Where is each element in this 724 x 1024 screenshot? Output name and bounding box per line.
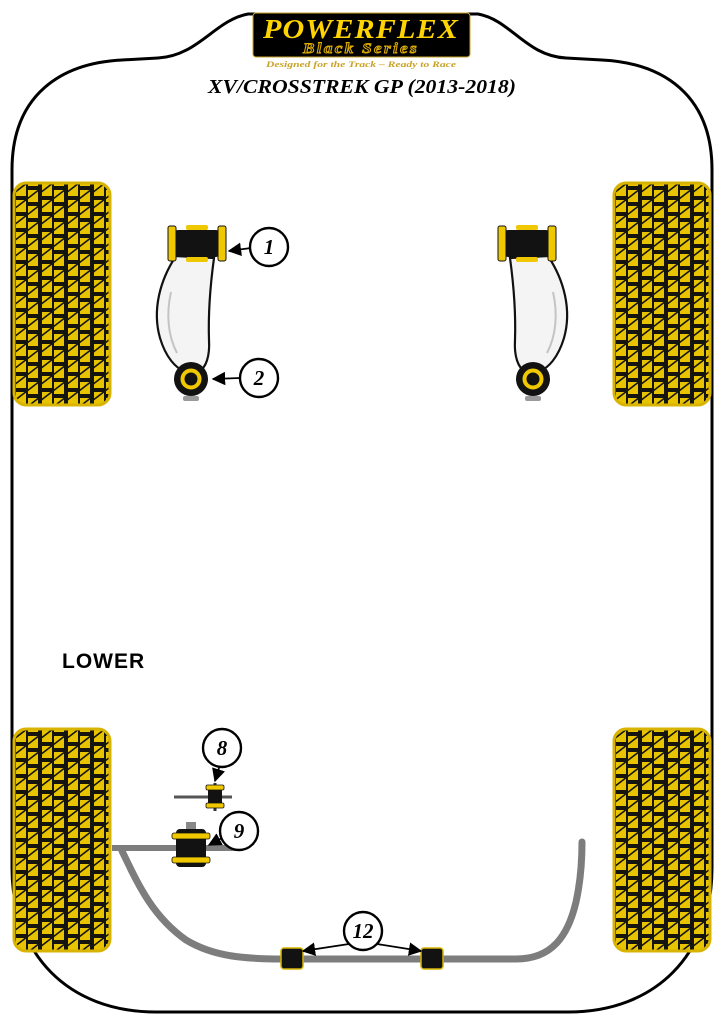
brand-series: Black Series: [302, 41, 419, 57]
callout-8-label: 8: [217, 736, 228, 760]
brand-tagline: Designed for the Track – Ready to Race: [265, 59, 457, 69]
callout-2: 2: [211, 357, 280, 399]
callout-12: 12: [301, 910, 423, 956]
anti-roll-bar-clamp-left: [280, 947, 304, 970]
callout-9-label: 9: [234, 819, 245, 843]
anti-roll-bar-clamp-right: [420, 947, 444, 970]
callout-8-circle: [201, 727, 243, 769]
brand-logo-box: [252, 12, 471, 58]
callout-12-label: 12: [353, 919, 375, 943]
callout-2-label: 2: [253, 366, 265, 390]
anti-roll-bar-bushing-9: [171, 822, 211, 867]
callout-8: 8: [201, 727, 243, 783]
page-title: XV/CROSSTREK GP (2013-2018): [207, 76, 516, 98]
tire-rear-left: [12, 727, 112, 953]
callout-9: 9: [207, 810, 260, 852]
rear-anti-roll-bar: [112, 822, 586, 970]
section-label: LOWER: [62, 650, 145, 673]
car-body-outline: [10, 12, 714, 1014]
rear-link-part: [174, 783, 232, 811]
brand-name: POWERFLEX: [262, 14, 459, 44]
tire-rear-right: [612, 727, 712, 953]
tire-front-left: [12, 181, 112, 407]
callout-12-circle: [342, 910, 384, 952]
callout-2-circle: [238, 357, 280, 399]
brand-logo: POWERFLEX Black Series Designed for the …: [252, 12, 471, 69]
callout-1: 1: [227, 226, 290, 268]
tire-front-right: [612, 181, 712, 407]
callout-9-circle: [218, 810, 260, 852]
callout-1-label: 1: [264, 235, 275, 259]
callout-1-circle: [248, 226, 290, 268]
